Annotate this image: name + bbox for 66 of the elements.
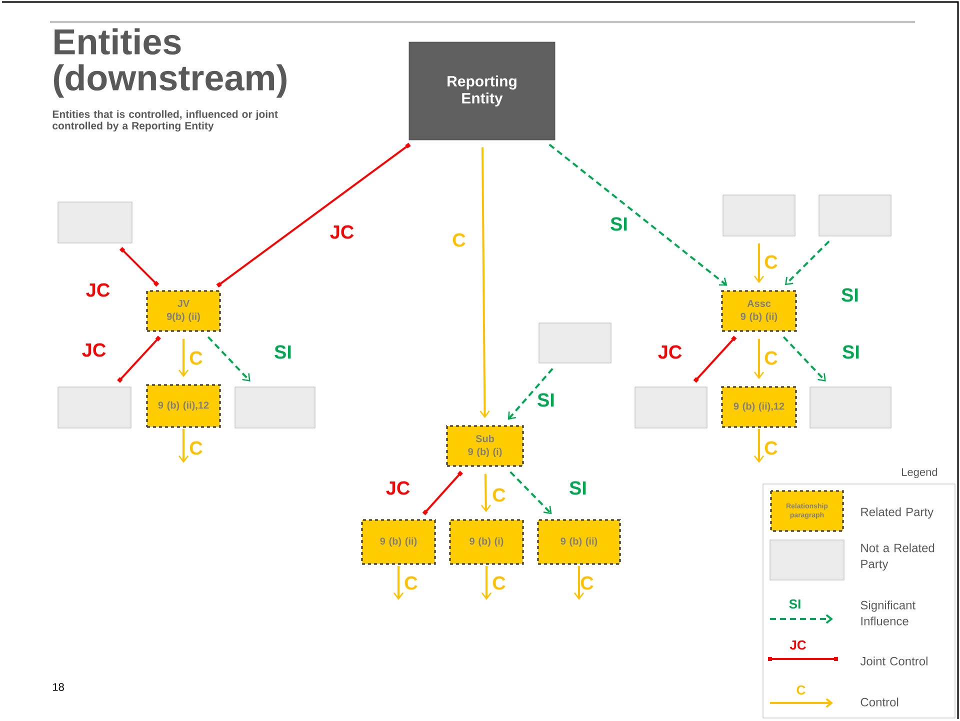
edge-label: JC [658,345,682,359]
edge-label: C [452,233,466,247]
arrow [754,243,764,284]
legend-text: Not a Related Party [861,543,934,571]
edge-label: C [492,576,506,590]
entity-box: Reporting Entity [408,42,556,140]
not-related-party-box [722,194,796,236]
edge-label: C [190,441,202,455]
legend-text: Joint Control [860,656,928,666]
arrow [574,566,584,600]
edge-label: C [492,488,506,502]
page-number: 18 [53,683,64,691]
edge-label: JC [330,225,354,239]
edge-label: SI [570,481,586,495]
edge-label: SI [274,345,291,359]
edge-label: SI [842,288,858,302]
arrow [754,428,764,463]
edge-label: JC [82,343,106,357]
related-party-box: 9 (b) (i) [449,519,524,565]
edge-label: SI [538,393,554,407]
not-related-party-box [234,386,316,428]
edge-label: C [764,441,778,455]
related-party-box: 9 (b) (ii) [537,519,621,565]
line-label: JC [790,640,806,650]
arrow [393,566,404,600]
arrow [782,336,826,382]
arrow [480,147,490,418]
subtitle: Entities that is controlled, influenced or joint controlled by a Reporting Entity [52,110,278,132]
related-party-box: 9 (b) (ii),12 [146,384,221,428]
related-party-box: 9 (b) (ii),12 [721,386,797,428]
related-party-box: JV 9(b) (ii) [146,290,221,332]
edge-label: C [764,351,778,365]
not-related-party-box [634,386,708,428]
edge-label: C [764,255,778,269]
arrow [482,566,492,600]
arrow [207,336,250,382]
arrow [178,428,189,463]
not-related-party-box [818,194,892,236]
not-related-party-box [58,386,132,428]
arrow [784,240,830,286]
legend-text: Significant Influence [860,600,916,626]
legend-text: Control [860,698,898,706]
arrow [754,338,764,380]
legend-title: Legend [902,468,938,478]
edge-label: JC [86,283,110,297]
related-party-box: Sub 9 (b) (i) [446,425,524,467]
edge-label: JC [386,481,410,495]
arrow [510,471,552,514]
edge-label: SI [610,217,627,231]
not-related-party-box [538,322,612,364]
legend-text: Related Party [861,507,934,519]
line-label: SI [789,599,800,609]
arrow [508,368,554,420]
related-party-box: Assc 9 (b) (ii) [721,290,797,332]
edge-label: SI [842,345,859,359]
line-label: C [796,685,806,695]
edge-label: C [190,351,202,365]
related-party-box: 9 (b) (ii) [361,519,436,565]
title: Entities (downstream) [54,28,286,98]
edge-label: C [580,576,594,590]
arrow [178,338,189,378]
edge-label: C [404,576,418,590]
not-related-party-box [810,386,892,428]
arrow [480,474,491,512]
arrow [548,144,728,286]
not-related-party-box [58,202,132,244]
